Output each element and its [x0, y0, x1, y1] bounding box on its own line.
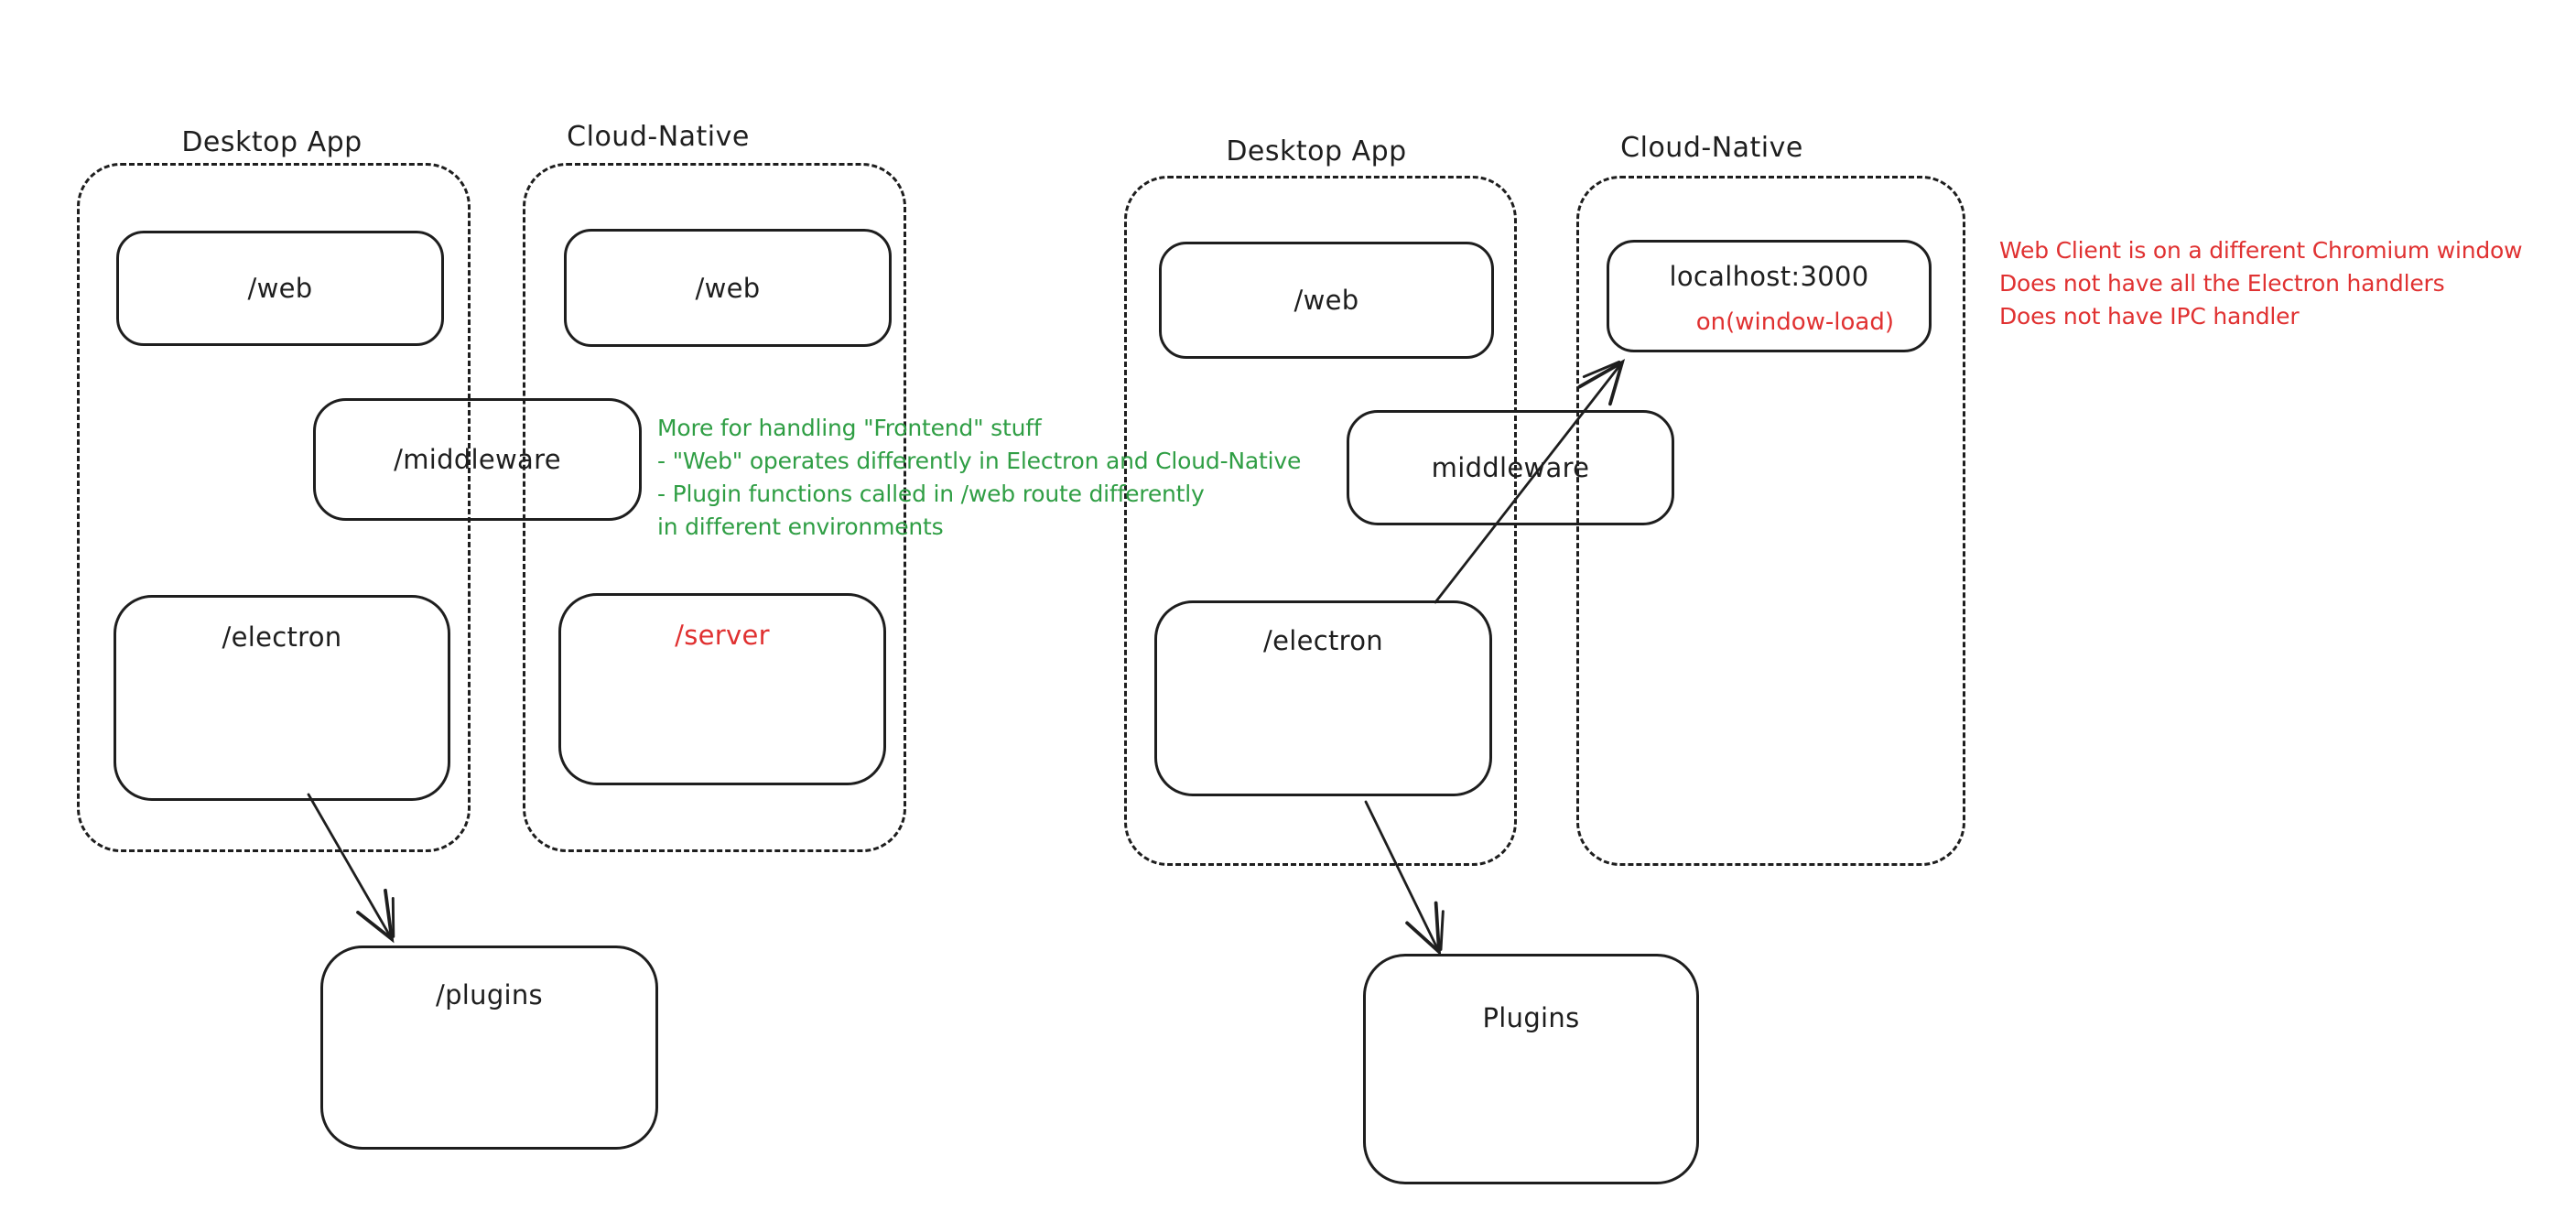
left-cloud-native-container: [523, 163, 906, 852]
right-electron-label: /electron: [1263, 625, 1383, 656]
right-web-label: /web: [1293, 285, 1359, 316]
red-note-line-1: Web Client is on a different Chromium wi…: [1999, 237, 2523, 264]
right-plugins-label: Plugins: [1482, 1002, 1580, 1033]
left-desktop-app-container: [77, 163, 471, 852]
left-electron-node: /electron: [114, 595, 450, 801]
right-middleware-label: middleware: [1431, 452, 1590, 483]
right-plugins-node: Plugins: [1363, 954, 1699, 1184]
left-server-node: /server: [558, 593, 886, 785]
left-middleware-label: /middleware: [394, 444, 561, 475]
green-note-line-2: - "Web" operates differently in Electron…: [657, 448, 1302, 474]
left-green-note: More for handling "Frontend" stuff - "We…: [657, 412, 1301, 544]
right-middleware-node: middleware: [1347, 410, 1674, 525]
green-note-line-3: - Plugin functions called in /web route …: [657, 481, 1205, 507]
green-note-line-1: More for handling "Frontend" stuff: [657, 415, 1042, 441]
right-electron-node: /electron: [1154, 600, 1492, 796]
right-red-note: Web Client is on a different Chromium wi…: [1999, 234, 2523, 333]
left-electron-label: /electron: [222, 621, 342, 653]
left-plugins-label: /plugins: [436, 979, 543, 1010]
left-desktop-app-title: Desktop App: [181, 126, 363, 158]
left-plugins-node: /plugins: [320, 946, 658, 1150]
left-web-desktop-label: /web: [247, 273, 313, 304]
green-note-line-4: in different environments: [657, 513, 944, 540]
red-note-line-3: Does not have IPC handler: [1999, 303, 2300, 330]
right-desktop-app-title: Desktop App: [1226, 135, 1407, 168]
left-web-desktop-node: /web: [116, 231, 444, 346]
left-server-label: /server: [675, 620, 770, 651]
red-note-line-2: Does not have all the Electron handlers: [1999, 270, 2445, 297]
right-localhost-label: localhost:3000: [1669, 261, 1869, 292]
left-web-cloud-node: /web: [564, 229, 892, 347]
right-localhost-node: localhost:3000 on(window-load): [1607, 240, 1932, 352]
right-web-node: /web: [1159, 242, 1494, 359]
left-middleware-node: /middleware: [313, 398, 642, 521]
left-web-cloud-label: /web: [695, 272, 761, 304]
left-cloud-native-title: Cloud-Native: [567, 121, 750, 153]
right-cloud-native-title: Cloud-Native: [1620, 132, 1803, 164]
right-localhost-sublabel: on(window-load): [1695, 308, 1894, 336]
